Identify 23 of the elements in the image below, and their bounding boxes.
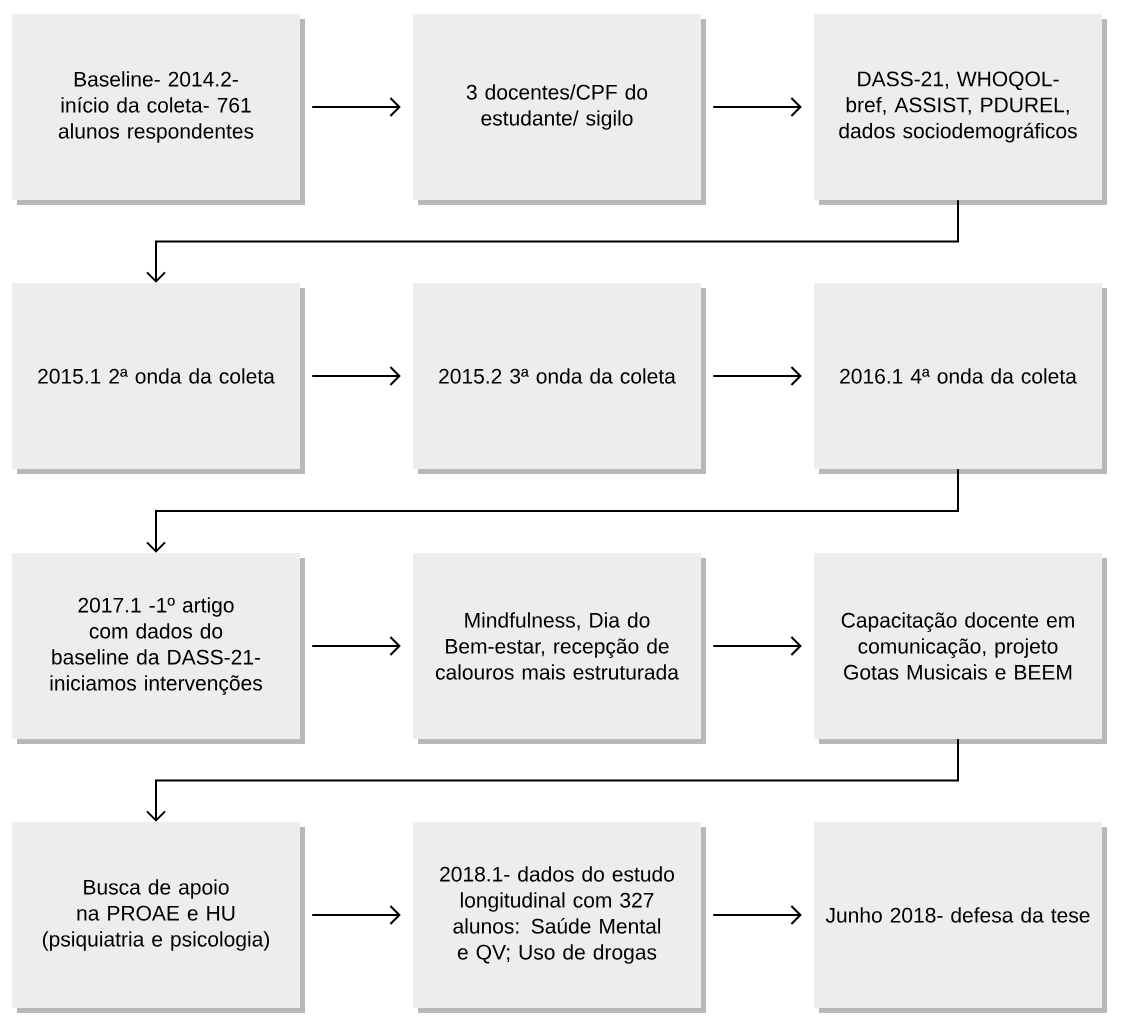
process-box: 2015.2 3ª onda da coleta xyxy=(413,283,706,474)
process-box: Busca de apoio na PROAE e HU (psiquiatria e psicologia) xyxy=(12,822,305,1013)
process-box: 2018.1- dados do estudo longitudinal com 327 alunos: Saúde Mental e QV; Uso de drogas xyxy=(413,822,706,1013)
arrow xyxy=(146,468,959,553)
process-box: Baseline- 2014.2- início da coleta- 761 alunos respondentes xyxy=(12,14,305,205)
arrow xyxy=(712,636,802,656)
process-box: Mindfulness, Dia do Bem-estar, recepção de calouros mais estruturada xyxy=(413,553,706,744)
arrow xyxy=(311,97,401,117)
arrow xyxy=(712,905,802,925)
arrow xyxy=(146,199,959,283)
arrow xyxy=(311,366,401,386)
process-box: 2016.1 4ª onda da coleta xyxy=(814,283,1107,474)
process-box: Junho 2018- defesa da tese xyxy=(814,822,1107,1013)
arrow xyxy=(311,636,401,656)
arrow xyxy=(712,97,802,117)
process-box: DASS-21, WHOQOL-bref, ASSIST, PDUREL, dados sociodemográficos xyxy=(814,14,1107,205)
arrow xyxy=(712,366,802,386)
arrow xyxy=(146,738,959,822)
process-box: 3 docentes/CPF do estudante/ sigilo xyxy=(413,14,706,205)
process-box: Capacitação docente em comunicação, projeto Gotas Musicais e BEEM xyxy=(814,553,1107,744)
process-box: 2017.1 -1º artigo com dados do baseline da DASS-21- iniciamos intervenções xyxy=(12,553,305,744)
arrow xyxy=(311,905,401,925)
process-box: 2015.1 2ª onda da coleta xyxy=(12,283,305,474)
